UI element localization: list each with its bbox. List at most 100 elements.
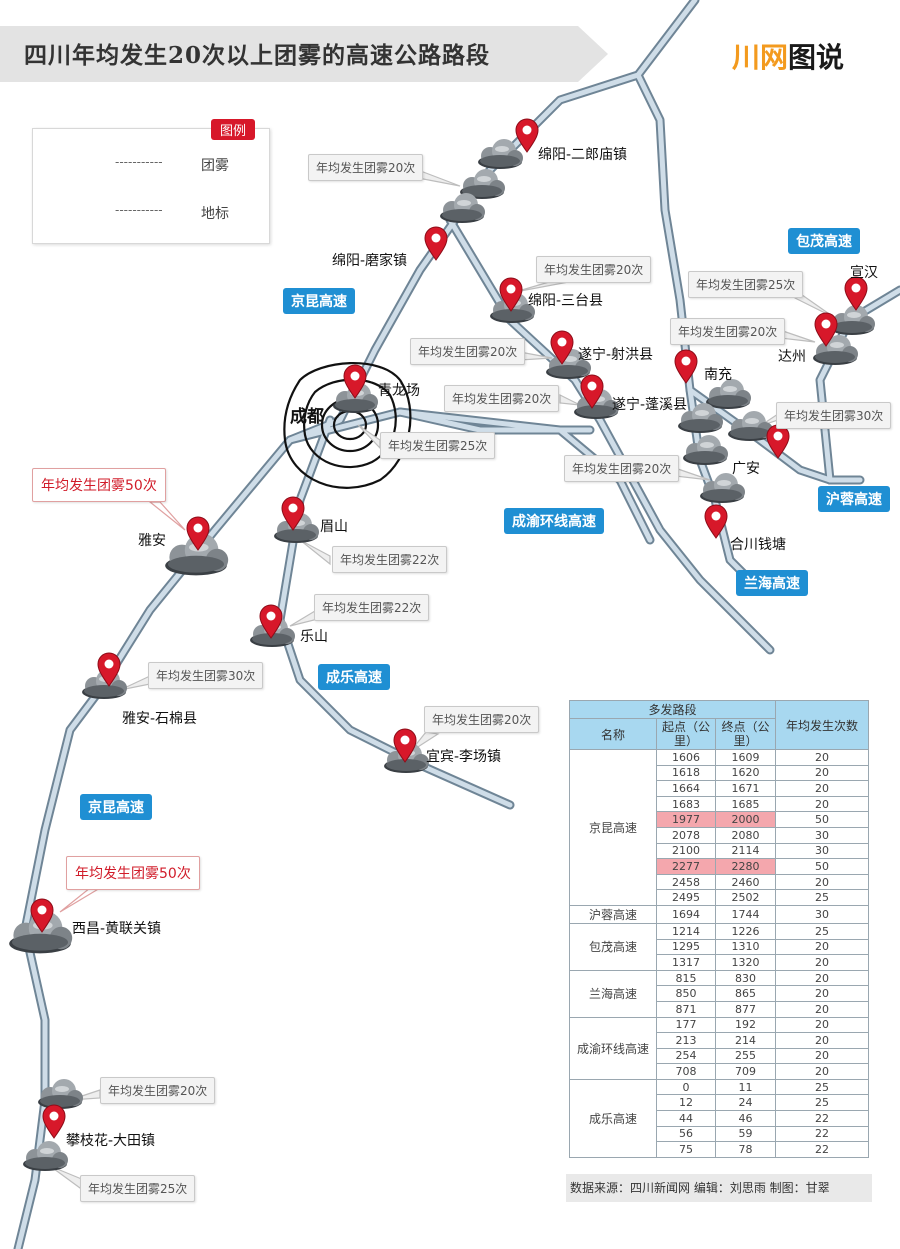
legend-dash: -----------: [115, 155, 163, 169]
table-cell-start: 1977: [656, 811, 716, 828]
table-cell-end: 255: [715, 1047, 776, 1065]
road-tag-lanhai: 兰海高速: [736, 570, 808, 596]
table-cell-start: 254: [656, 1047, 716, 1065]
place-label: 遂宁-射洪县: [578, 347, 654, 363]
legend-dash: -----------: [115, 203, 163, 217]
table-cell-count: 20: [775, 938, 869, 956]
road-tag-chengle: 成乐高速: [318, 664, 390, 690]
table-cell-end: 1685: [715, 795, 776, 813]
table-cell-start: 1295: [656, 938, 716, 956]
table-cell-end: 24: [715, 1094, 776, 1112]
city-label-chengdu: 成都: [290, 407, 324, 427]
chengdu-ring-roads: [283, 361, 412, 489]
table-cell-start: 75: [656, 1141, 716, 1158]
place-label: 合川钱塘: [730, 537, 786, 553]
table-cell-count: 20: [775, 1063, 869, 1080]
table-cell-start: 2100: [656, 842, 716, 860]
map-legend: 图例 ----------- 团雾 ----------- 地标: [32, 119, 270, 244]
table-cell-end: 214: [715, 1032, 776, 1049]
place-label: 雅安-石棉县: [122, 711, 198, 727]
table-cell-count: 25: [775, 1078, 869, 1096]
place-label: 绵阳-二郎庙镇: [538, 147, 628, 163]
table-cell-end: 1609: [715, 749, 776, 766]
table-cell-start: 1317: [656, 954, 716, 971]
place-label: 青龙场: [378, 383, 420, 399]
place-label: 宣汉: [850, 265, 878, 281]
table-cell-count: 20: [775, 985, 869, 1002]
logo-part-1: 川网: [732, 41, 789, 74]
table-cell-start: 12: [656, 1094, 716, 1112]
fog-callout: 年均发生团雾20次: [308, 154, 424, 181]
table-cell-end: 830: [715, 969, 776, 987]
table-cell-count: 20: [775, 954, 869, 971]
table-cell-count: 22: [775, 1125, 869, 1143]
table-cell-start: 2078: [656, 826, 716, 844]
table-cell-start: 1664: [656, 780, 716, 797]
road-tag-jingkun: 京昆高速: [283, 288, 355, 314]
table-cell-count: 20: [775, 1032, 869, 1049]
fog-callout: 年均发生团雾25次: [80, 1175, 196, 1202]
table-cell-count: 30: [775, 904, 869, 924]
table-cell-end: 1226: [715, 922, 776, 940]
table-cell-road-name: 沪蓉高速: [569, 904, 657, 924]
table-cell-count: 22: [775, 1110, 869, 1127]
fog-callout: 年均发生团雾30次: [776, 402, 892, 429]
table-cell-start: 708: [656, 1063, 716, 1080]
table-cell-road-name: 包茂高速: [569, 922, 657, 971]
table-cell-end: 865: [715, 985, 776, 1002]
place-label: 遂宁-蓬溪县: [612, 397, 688, 413]
table-cell-end: 2280: [715, 858, 776, 875]
table-cell-start: 2458: [656, 873, 716, 891]
table-cell-count: 20: [775, 1047, 869, 1065]
table-cell-end: 59: [715, 1125, 776, 1143]
table-cell-count: 50: [775, 858, 869, 875]
table-cell-start: 1214: [656, 922, 716, 940]
table-cell-end: 192: [715, 1016, 776, 1034]
table-cell-start: 0: [656, 1078, 716, 1096]
table-cell-count: 25: [775, 889, 869, 906]
table-cell-count: 20: [775, 873, 869, 891]
fog-callout: 年均发生团雾25次: [688, 271, 804, 298]
brand-logo: 川网图说: [732, 36, 844, 76]
table-cell-start: 2277: [656, 858, 716, 875]
fog-callout: 年均发生团雾20次: [444, 385, 560, 412]
table-cell-road-name: 京昆高速: [569, 749, 657, 906]
place-label: 宜宾-李场镇: [426, 749, 502, 765]
place-label: 西昌-黄联关镇: [72, 921, 162, 937]
road-tag-baomao: 包茂高速: [788, 228, 860, 254]
title-banner: [0, 26, 608, 82]
table-cell-start: 1694: [656, 904, 716, 924]
table-cell-count: 30: [775, 842, 869, 860]
table-cell-count: 20: [775, 764, 869, 782]
table-cell-start: 815: [656, 969, 716, 987]
place-label: 乐山: [300, 629, 328, 645]
table-cell-road-name: 成乐高速: [569, 1078, 657, 1158]
table-cell-count: 50: [775, 811, 869, 828]
table-cell-end: 1620: [715, 764, 776, 782]
table-cell-count: 20: [775, 780, 869, 797]
fog-callout: 年均发生团雾22次: [314, 594, 430, 621]
table-cell-end: 877: [715, 1000, 776, 1018]
place-label: 绵阳-三台县: [528, 293, 604, 309]
place-label: 绵阳-磨家镇: [332, 253, 408, 269]
table-cell-road-name: 兰海高速: [569, 969, 657, 1018]
table-cell-end: 1744: [715, 904, 776, 924]
table-cell-end: 709: [715, 1063, 776, 1080]
table-cell-count: 20: [775, 969, 869, 987]
fog-callout: 年均发生团雾20次: [100, 1077, 216, 1104]
table-cell-end: 11: [715, 1078, 776, 1096]
table-cell-start: 1683: [656, 795, 716, 813]
table-cell-start: 1606: [656, 749, 716, 766]
table-cell-start: 177: [656, 1016, 716, 1034]
